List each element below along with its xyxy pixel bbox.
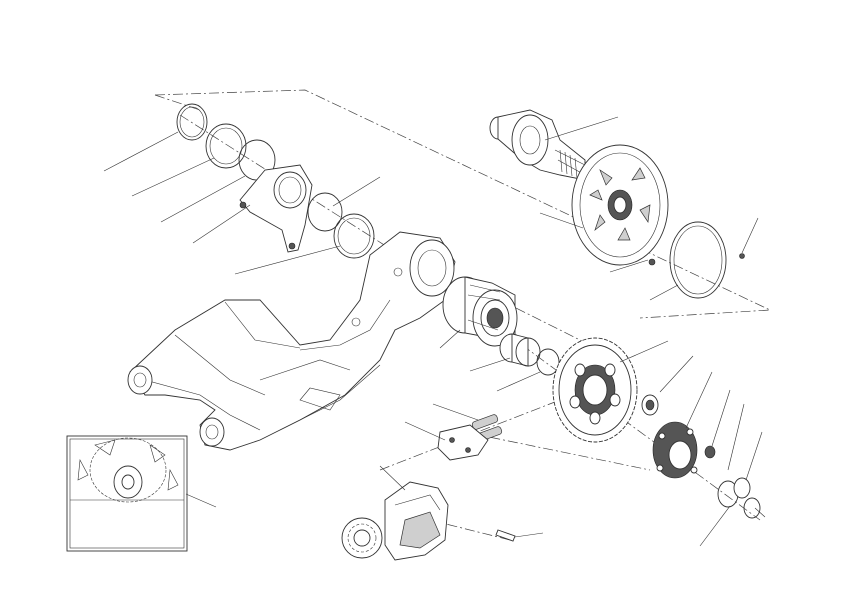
ring-2 bbox=[307, 192, 343, 232]
disc-bolt bbox=[648, 258, 656, 266]
bearing-sleeve bbox=[499, 333, 541, 367]
front-sprocket bbox=[341, 517, 383, 559]
caliper-bracket bbox=[239, 164, 313, 253]
chain-guide bbox=[437, 424, 489, 461]
single-sided-swingarm bbox=[127, 231, 456, 451]
seal-ring-2 bbox=[333, 213, 375, 259]
circlip-top bbox=[176, 103, 208, 141]
ring-1 bbox=[205, 123, 247, 169]
cover-screw bbox=[495, 529, 516, 542]
front-sprocket-cover bbox=[384, 481, 449, 561]
abs-tone-ring bbox=[669, 221, 727, 299]
spacer-ring bbox=[536, 348, 560, 376]
rear-sprocket bbox=[552, 337, 638, 443]
flange-nut bbox=[704, 445, 716, 459]
sprocket-inset-detail bbox=[66, 435, 188, 552]
eccentric-hub bbox=[442, 276, 518, 347]
sprocket-flange bbox=[652, 421, 698, 479]
leader-lines bbox=[103, 116, 766, 547]
circlip-bottom bbox=[733, 477, 761, 519]
cush-drive-bearing bbox=[641, 394, 659, 416]
brake-disc bbox=[571, 144, 669, 266]
tone-ring-screw bbox=[739, 253, 745, 259]
rear-axle bbox=[489, 109, 586, 181]
